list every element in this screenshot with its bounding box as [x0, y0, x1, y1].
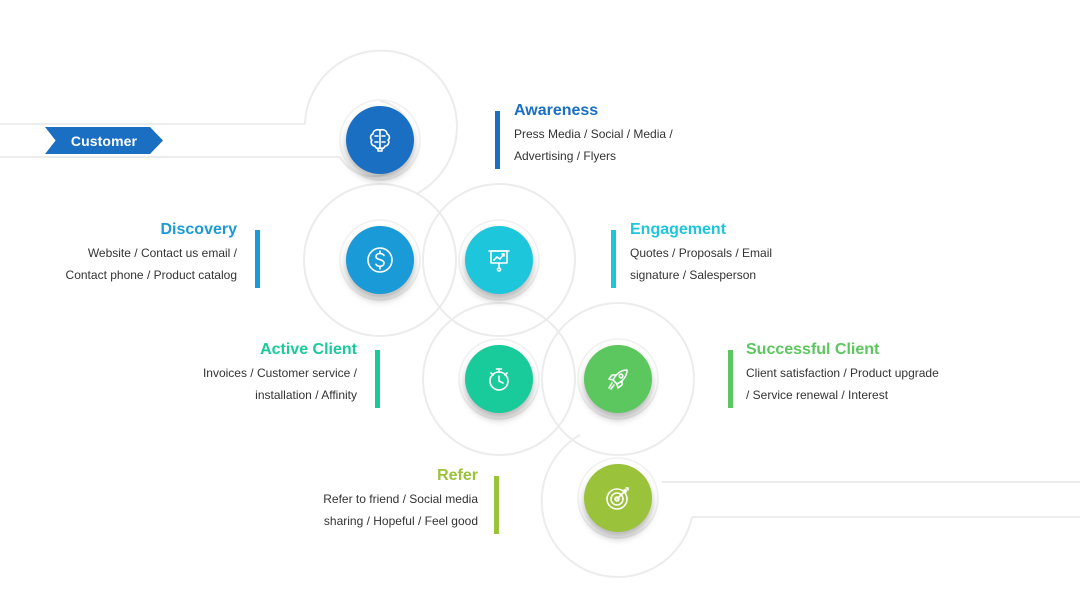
active-client-node	[465, 345, 533, 413]
engagement-bar	[611, 230, 616, 288]
engagement-desc-line2: signature / Salesperson	[630, 268, 757, 282]
engagement-node	[465, 226, 533, 294]
awareness-block: Awareness Press Media / Social / Media /…	[514, 101, 764, 167]
dollar-icon	[367, 247, 393, 273]
successful-client-node	[584, 345, 652, 413]
discovery-desc-line2: Contact phone / Product catalog	[65, 268, 237, 282]
awareness-title: Awareness	[514, 102, 599, 119]
awareness-desc-line1: Press Media / Social / Media /	[514, 127, 673, 141]
refer-block: Refer Refer to friend / Social media sha…	[228, 466, 478, 532]
successful-client-title: Successful Client	[746, 341, 880, 358]
refer-bar	[494, 476, 499, 534]
stopwatch-icon	[489, 368, 509, 391]
brain-icon	[369, 128, 391, 152]
discovery-node	[346, 226, 414, 294]
discovery-block: Discovery Website / Contact us email / C…	[0, 220, 237, 286]
awareness-desc-line2: Advertising / Flyers	[514, 149, 617, 163]
refer-desc-line1: Refer to friend / Social media	[323, 492, 478, 506]
active-client-bar	[375, 350, 380, 408]
active-client-title: Active Client	[260, 341, 357, 358]
refer-title: Refer	[437, 467, 478, 484]
engagement-title: Engagement	[630, 221, 727, 238]
refer-desc-line2: sharing / Hopeful / Feel good	[323, 514, 478, 528]
awareness-bar	[495, 111, 500, 169]
active-client-desc-line2: installation / Affinity	[255, 388, 357, 402]
presentation-board-icon	[488, 250, 510, 272]
customer-tag: Customer	[45, 127, 163, 154]
active-client-desc-line1: Invoices / Customer service /	[202, 366, 357, 380]
awareness-node	[346, 106, 414, 174]
rocket-icon	[608, 369, 628, 390]
engagement-block: Engagement Quotes / Proposals / Email si…	[630, 220, 880, 286]
successful-client-desc-line2: / Service renewal / Interest	[746, 388, 889, 402]
target-icon	[606, 487, 629, 510]
successful-client-desc-line1: Client satisfaction / Product upgrade	[746, 366, 939, 380]
discovery-title: Discovery	[160, 221, 238, 238]
successful-client-block: Successful Client Client satisfaction / …	[746, 340, 1006, 406]
active-client-block: Active Client Invoices / Customer servic…	[107, 340, 357, 406]
engagement-desc-line1: Quotes / Proposals / Email	[630, 246, 773, 260]
discovery-desc-line1: Website / Contact us email /	[87, 246, 237, 260]
successful-client-bar	[728, 350, 733, 408]
refer-node	[584, 464, 652, 532]
discovery-bar	[255, 230, 260, 288]
